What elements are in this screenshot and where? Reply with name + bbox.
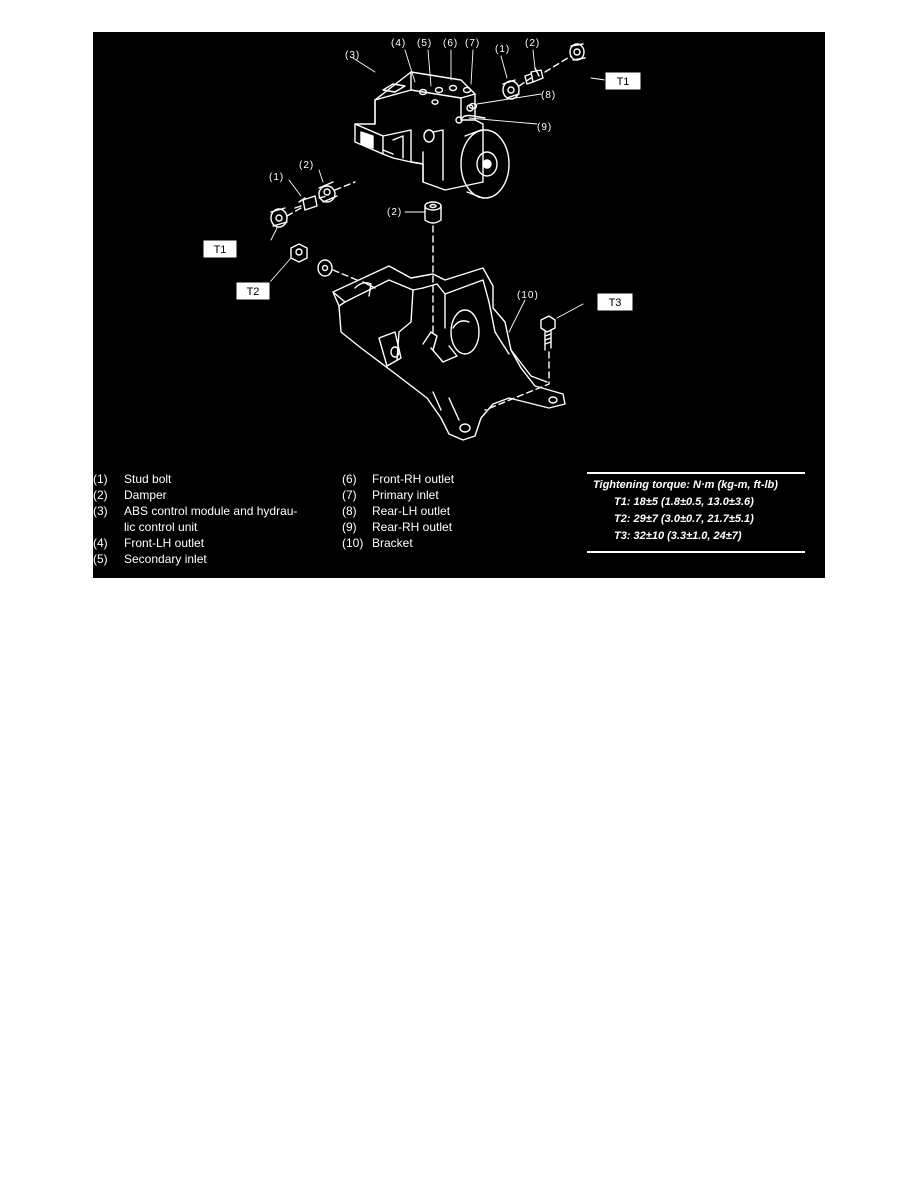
legend-number: (6): [342, 472, 357, 486]
legend-item: (1) Stud bolt: [93, 471, 297, 487]
callout-2-top: (2): [525, 38, 540, 49]
tightening-torque-box: Tightening torque: N·m (kg-m, ft-lb) T1:…: [587, 472, 805, 553]
legend-right: (6) Front-RH outlet (7) Primary inlet (8…: [342, 471, 454, 551]
leader-lines: [269, 49, 606, 333]
callout-3: (3): [345, 50, 360, 61]
legend-item: (4) Front-LH outlet: [93, 535, 297, 551]
callout-5: (5): [417, 38, 432, 49]
callout-1-top: (1): [495, 44, 510, 55]
upper-mount-parts-drawing: [502, 43, 586, 100]
legend-label: Secondary inlet: [124, 552, 207, 566]
legend-item: (9) Rear-RH outlet: [342, 519, 454, 535]
assembly-lines: [286, 55, 572, 411]
t3-bolt-drawing: [540, 315, 556, 351]
torque-tag-t3: T3: [609, 297, 622, 309]
torque-t3: T3: 32±10 (3.3±1.0, 24±7): [614, 530, 742, 542]
legend-item: (3) ABS control module and hydrau- lic c…: [93, 503, 297, 535]
abs-unit-figure: (3) (4) (5) (6) (7) (1) (2) (8) (9) (1) …: [93, 32, 825, 578]
callout-10: (10): [517, 290, 539, 301]
abs-hydraulic-unit-drawing: [354, 71, 510, 199]
legend-label: Primary inlet: [372, 488, 439, 502]
left-mount-parts-drawing: [270, 181, 338, 228]
callout-6: (6): [443, 38, 458, 49]
legend-item: (10) Bracket: [342, 535, 454, 551]
t2-nut-washer-drawing: [290, 243, 333, 277]
legend-number: (8): [342, 504, 357, 518]
legend-label: Rear-RH outlet: [372, 520, 453, 534]
legend-label-line: lic control unit: [124, 520, 198, 534]
legend-label: Stud bolt: [124, 472, 172, 486]
legend-item: (6) Front-RH outlet: [342, 471, 454, 487]
legend-label: ABS control module and hydrau- lic contr…: [124, 503, 297, 535]
legend-number: (9): [342, 520, 357, 534]
legend-label-line: ABS control module and hydrau-: [124, 504, 298, 518]
exploded-view-diagram: (3) (4) (5) (6) (7) (1) (2) (8) (9) (1) …: [202, 38, 642, 441]
legend-number: (3): [93, 504, 108, 518]
bracket-drawing: [332, 265, 566, 441]
legend-number: (2): [93, 488, 108, 502]
callout-7: (7): [465, 38, 480, 49]
torque-title: Tightening torque: N·m (kg-m, ft-lb): [593, 479, 778, 491]
callout-9: (9): [537, 122, 552, 133]
legend-item: (8) Rear-LH outlet: [342, 503, 454, 519]
legend-label: Bracket: [372, 536, 413, 550]
legend-item: (2) Damper: [93, 487, 297, 503]
legend-item: (5) Secondary inlet: [93, 551, 297, 567]
legend-label: Rear-LH outlet: [372, 504, 451, 518]
legend-label: Front-RH outlet: [372, 472, 455, 486]
legend-label: Front-LH outlet: [124, 536, 205, 550]
torque-tags: T1 T1 T2 T3: [202, 71, 642, 312]
legend-number: (10): [342, 536, 364, 550]
torque-tag-t1-top: T1: [617, 76, 630, 88]
callout-4: (4): [391, 38, 406, 49]
legend-label: Damper: [124, 488, 167, 502]
torque-t2: T2: 29±7 (3.0±0.7, 21.7±5.1): [614, 513, 754, 525]
torque-t1: T1: 18±5 (1.8±0.5, 13.0±3.6): [614, 496, 754, 508]
legend-item: (7) Primary inlet: [342, 487, 454, 503]
torque-tag-t1-left: T1: [214, 244, 227, 256]
legend-number: (5): [93, 552, 108, 566]
callout-2-left: (2): [299, 160, 314, 171]
callout-1-left: (1): [269, 172, 284, 183]
legend-number: (4): [93, 536, 108, 550]
callout-2-middle: (2): [387, 207, 402, 218]
legend-number: (1): [93, 472, 108, 486]
legend-number: (7): [342, 488, 357, 502]
middle-damper-drawing: [424, 201, 442, 224]
legend-left: (1) Stud bolt (2) Damper (3) ABS control…: [93, 471, 297, 567]
callout-8: (8): [541, 90, 556, 101]
torque-tag-t2: T2: [247, 286, 260, 298]
